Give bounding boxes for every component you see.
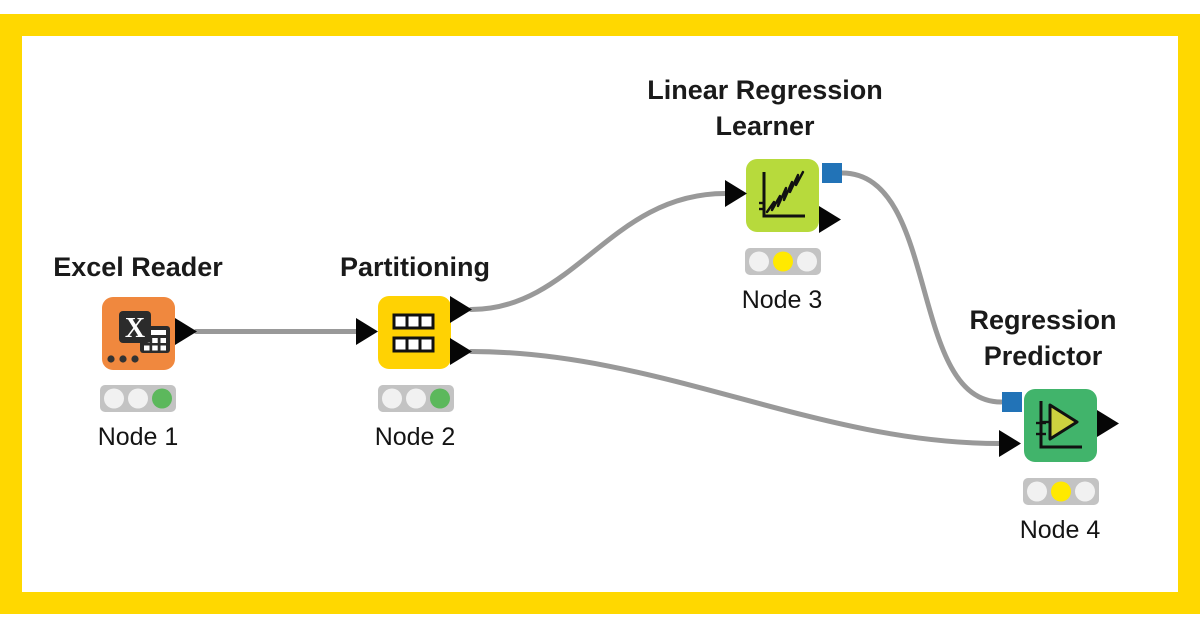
regression-chart-icon bbox=[759, 170, 805, 218]
dynamic-ports-dots bbox=[107, 355, 139, 363]
node3-label: Node 3 bbox=[741, 286, 823, 314]
node1-label: Node 1 bbox=[97, 423, 179, 451]
node2-label: Node 2 bbox=[374, 423, 456, 451]
node-partitioning[interactable] bbox=[378, 296, 451, 369]
light-red bbox=[1027, 481, 1047, 502]
excel-reader-icon: X bbox=[107, 311, 170, 363]
light-yellow bbox=[1051, 481, 1071, 502]
light-yellow bbox=[128, 388, 148, 409]
svg-text:X: X bbox=[125, 313, 145, 344]
predictor-icon bbox=[1036, 401, 1082, 449]
node4-lights bbox=[1027, 481, 1095, 502]
node-linear-regression-learner[interactable] bbox=[746, 159, 819, 232]
excel-x-glyph: X bbox=[119, 311, 151, 344]
node1-title: Excel Reader bbox=[53, 252, 223, 282]
node2-lights bbox=[382, 388, 450, 409]
partitioning-icon bbox=[392, 313, 435, 353]
node3-traffic-light bbox=[745, 248, 821, 275]
light-red bbox=[104, 388, 124, 409]
node1-traffic-light bbox=[100, 385, 176, 412]
node3-lights bbox=[749, 251, 817, 272]
node-regression-predictor[interactable] bbox=[1024, 389, 1097, 462]
light-green bbox=[430, 388, 450, 409]
light-yellow bbox=[773, 251, 793, 272]
node4-traffic-light bbox=[1023, 478, 1099, 505]
node-excel-reader[interactable]: X bbox=[102, 297, 175, 370]
light-green bbox=[152, 388, 172, 409]
node3-title: Linear Regression Learner bbox=[647, 75, 883, 141]
light-yellow bbox=[406, 388, 426, 409]
node4-title: Regression Predictor bbox=[969, 305, 1117, 371]
light-red bbox=[382, 388, 402, 409]
light-red bbox=[749, 251, 769, 272]
node2-traffic-light bbox=[378, 385, 454, 412]
light-green bbox=[1075, 481, 1095, 502]
node4-label: Node 4 bbox=[1019, 516, 1101, 544]
node2-title: Partitioning bbox=[340, 252, 490, 282]
node1-lights bbox=[104, 388, 172, 409]
light-green bbox=[797, 251, 817, 272]
